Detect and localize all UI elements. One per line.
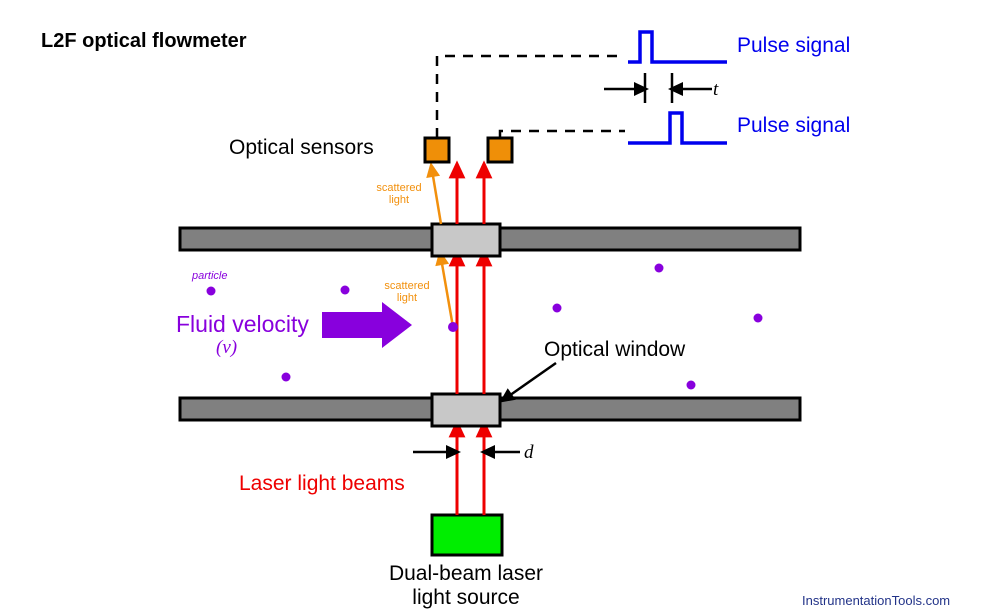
- laser-light-beams-label: Laser light beams: [239, 472, 405, 495]
- particle-dot: [340, 285, 350, 295]
- scattered-light-ray-lower: [435, 250, 455, 328]
- particle-group: [206, 263, 763, 390]
- wire-sensor-right-to-bottom-trace: [498, 129, 625, 138]
- pulse-waveform-top: [628, 30, 727, 64]
- fluid-velocity-label: Fluid velocity: [176, 311, 309, 337]
- distance-symbol-label: d: [524, 442, 534, 463]
- optical-sensor-left: [423, 136, 451, 164]
- optical-sensor-right: [486, 136, 514, 164]
- wire-sensor-left-to-top-trace: [435, 54, 625, 138]
- scattered-light-bottom-label: scattered light: [384, 280, 430, 305]
- page-title: L2F optical flowmeter: [41, 30, 247, 52]
- particle-dot: [448, 322, 458, 332]
- fluid-velocity-arrow: [322, 302, 412, 348]
- scattered-light-ray-upper: [426, 162, 443, 225]
- particle-dot: [654, 263, 664, 273]
- time-symbol-label: t: [713, 79, 719, 100]
- pulse-signal-top-label: Pulse signal: [737, 34, 851, 57]
- particle-dot: [686, 380, 696, 390]
- optical-sensors-label: Optical sensors: [229, 136, 374, 159]
- optical-window-callout-arrow: [499, 361, 557, 403]
- particle-dot: [281, 372, 291, 382]
- laser-source-label: Dual-beam laser light source: [388, 562, 544, 609]
- velocity-symbol-label: (v): [216, 337, 238, 358]
- scattered-light-top-label: scattered light: [376, 182, 422, 207]
- optical-window-label: Optical window: [544, 338, 686, 361]
- particle-dot: [206, 286, 216, 296]
- particle-dot: [552, 303, 562, 313]
- optical-window-top: [430, 222, 502, 258]
- particle-dot: [753, 313, 763, 323]
- pulse-signal-bottom-label: Pulse signal: [737, 114, 851, 137]
- optical-window-bottom: [430, 392, 502, 428]
- pulse-waveform-bottom: [628, 111, 727, 145]
- particle-label: particle: [192, 270, 228, 282]
- watermark: InstrumentationTools.com: [802, 593, 951, 608]
- dual-beam-laser-source-box: [430, 513, 504, 557]
